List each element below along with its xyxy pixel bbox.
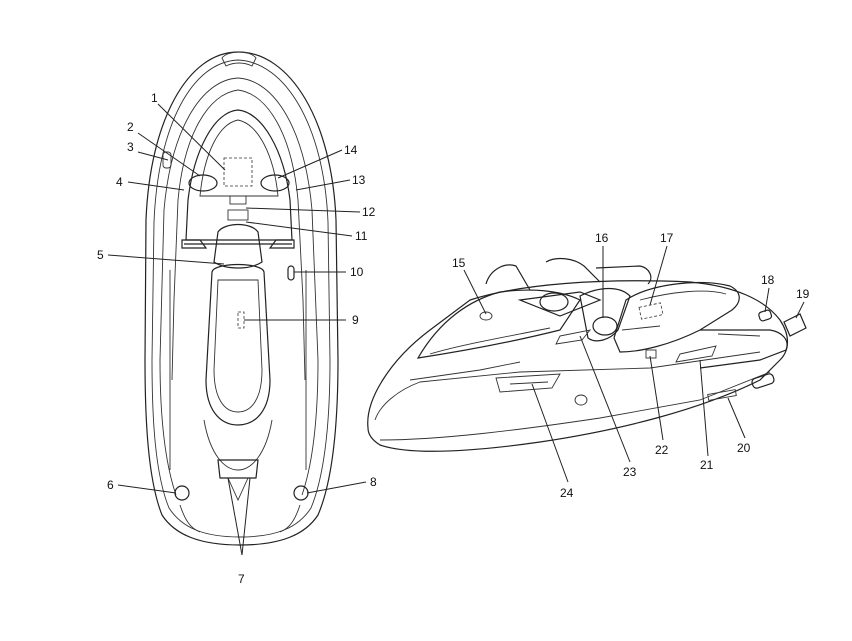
callout-6: 6	[107, 478, 114, 492]
callout-23: 23	[623, 465, 637, 479]
callout-4: 4	[116, 175, 123, 189]
callout-20: 20	[737, 441, 751, 455]
callout-12: 12	[362, 205, 376, 219]
top-view-drawing	[144, 51, 339, 546]
callout-3: 3	[127, 140, 134, 154]
callout-9: 9	[352, 313, 359, 327]
callout-2: 2	[127, 120, 134, 134]
callout-21: 21	[700, 458, 714, 472]
callout-17: 17	[660, 231, 674, 245]
callout-24: 24	[560, 486, 574, 500]
leader-lines	[107, 103, 805, 556]
callout-7: 7	[238, 572, 245, 586]
callout-1: 1	[151, 91, 158, 105]
callout-16: 16	[595, 231, 609, 245]
three-quarter-view-drawing	[367, 257, 807, 452]
callout-labels: 1 2 3 4 5 6 7 8 9 10 11 12 13 14 15 16 1…	[97, 91, 810, 586]
callout-10: 10	[350, 265, 364, 279]
callout-19: 19	[796, 287, 810, 301]
callout-15: 15	[452, 256, 466, 270]
callout-18: 18	[761, 273, 775, 287]
callout-14: 14	[344, 143, 358, 157]
callout-5: 5	[97, 248, 104, 262]
callout-11: 11	[355, 229, 368, 243]
callout-13: 13	[352, 173, 366, 187]
callout-22: 22	[655, 443, 669, 457]
callout-8: 8	[370, 475, 377, 489]
